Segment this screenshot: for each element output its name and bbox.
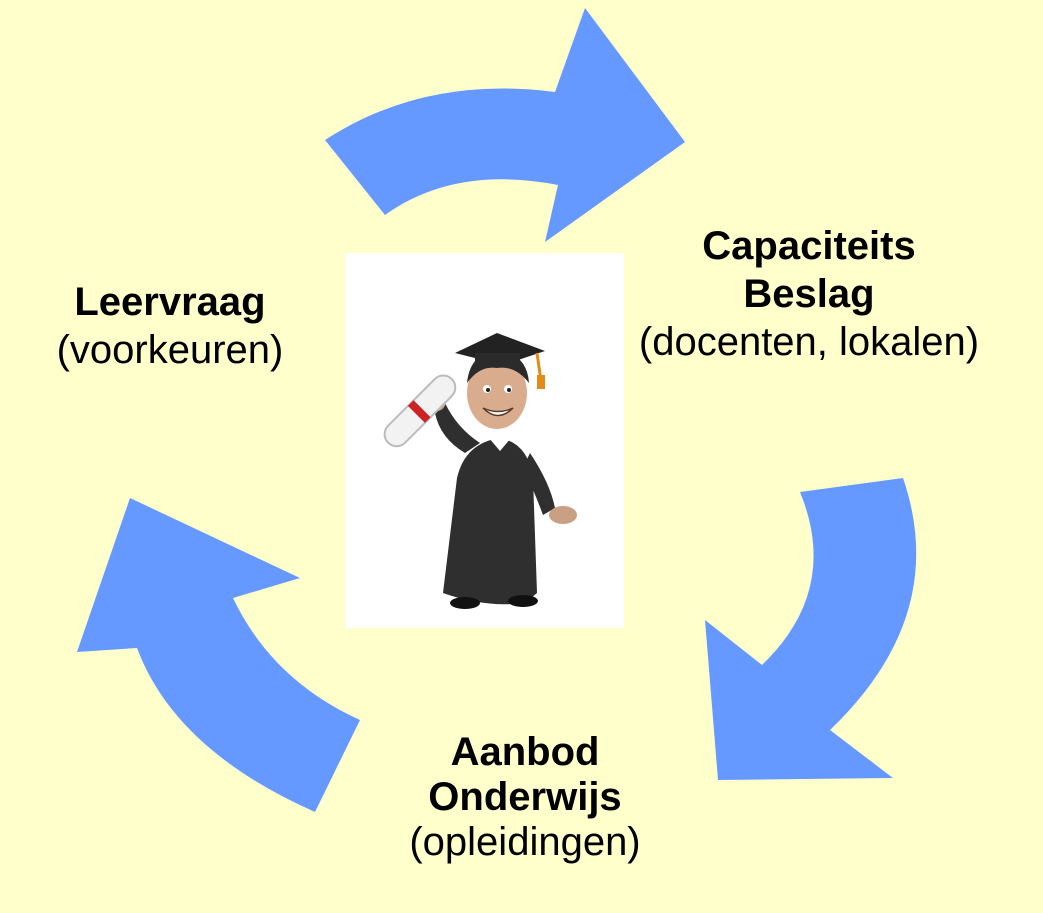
node-aanbod-title-line2: Onderwijs bbox=[428, 775, 622, 819]
node-aanbod-onderwijs: Aanbod Onderwijs (opleidingen) bbox=[330, 730, 720, 865]
node-capaciteit-title-line1: Capaciteits bbox=[702, 224, 916, 268]
node-capaciteit-title-line2: Beslag bbox=[743, 272, 875, 316]
graduate-with-diploma-icon bbox=[383, 333, 577, 609]
arrow-aanbod-to-leervraag bbox=[77, 498, 360, 812]
node-aanbod-title-line1: Aanbod bbox=[450, 730, 600, 774]
arrow-capaciteit-to-aanbod bbox=[705, 478, 917, 780]
arrow-leervraag-to-capaciteit bbox=[325, 8, 685, 242]
node-leervraag-subtitle: (voorkeuren) bbox=[56, 328, 284, 372]
graduate-image bbox=[345, 253, 624, 628]
node-leervraag: Leervraag (voorkeuren) bbox=[0, 278, 340, 374]
node-capaciteit-subtitle: (docenten, lokalen) bbox=[638, 320, 980, 364]
node-capaciteits-beslag: Capaciteits Beslag (docenten, lokalen) bbox=[575, 222, 1043, 366]
node-aanbod-subtitle: (opleidingen) bbox=[409, 820, 641, 864]
node-leervraag-title: Leervraag bbox=[74, 280, 266, 324]
